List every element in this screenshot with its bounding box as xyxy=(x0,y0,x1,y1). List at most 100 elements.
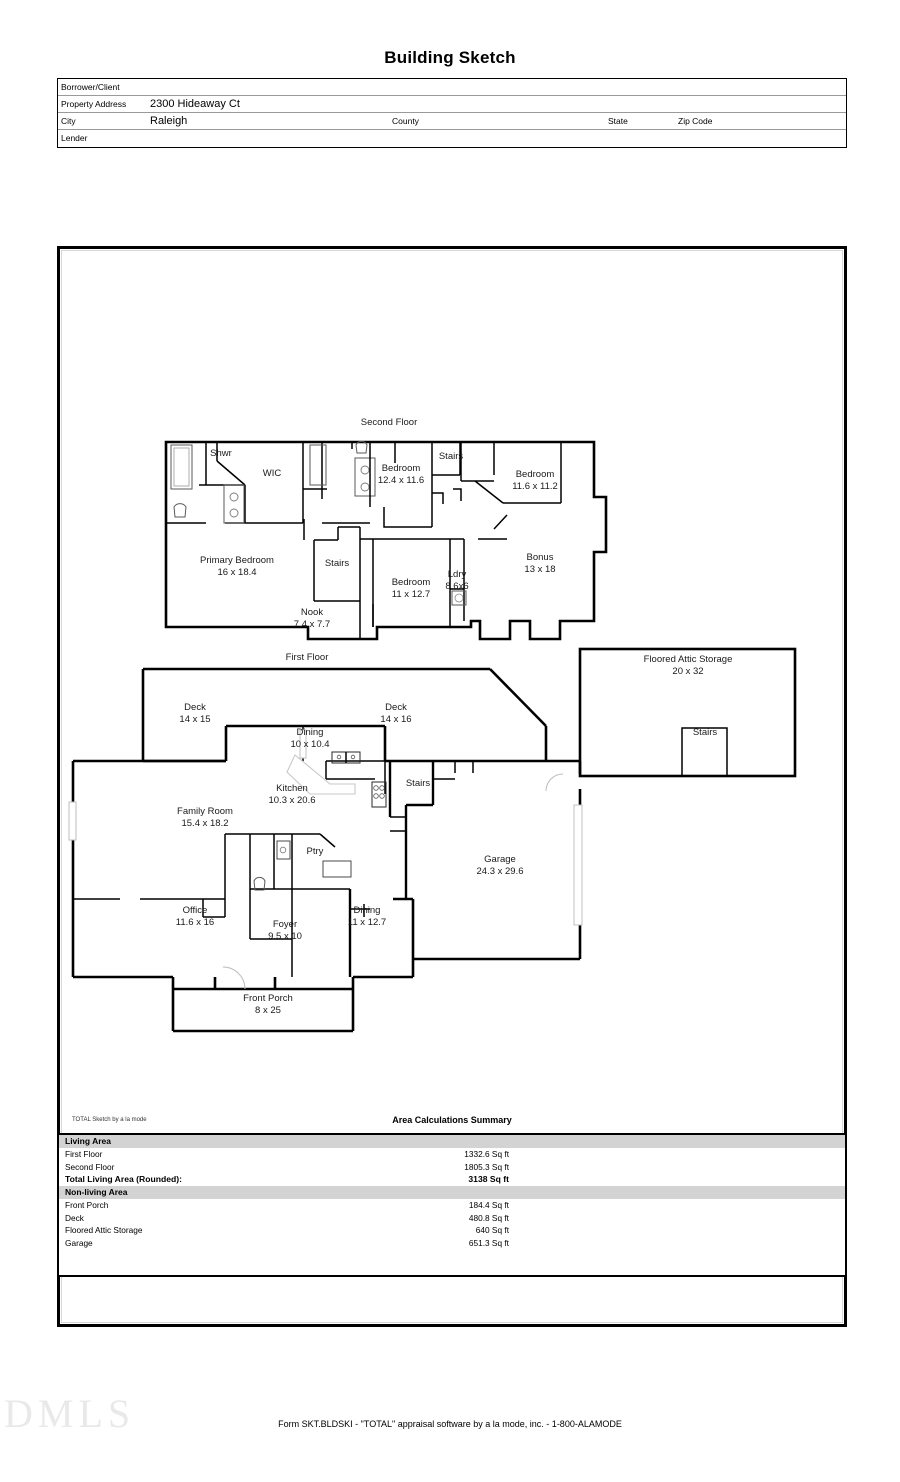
property-header-table: Borrower/Client Property Address 2300 Hi… xyxy=(57,78,847,148)
room-label-laundry: Ldry 8.6x6 xyxy=(431,569,483,592)
room-label-shwr: Shwr xyxy=(196,448,246,460)
table-row: Front Porch 184.4 Sq ft xyxy=(59,1199,845,1212)
room-name: Stairs xyxy=(692,727,718,738)
attic-stairs-outline xyxy=(681,727,728,777)
table-row: Floored Attic Storage 640 Sq ft xyxy=(59,1224,845,1237)
table-bottom-padding xyxy=(59,1249,845,1275)
living-area-section-header: Living Area xyxy=(59,1135,845,1148)
header-row-lender: Lender xyxy=(58,130,846,147)
row-value: 1332.6 Sq ft xyxy=(464,1149,509,1160)
room-dims: 11 x 12.7 xyxy=(391,588,431,600)
form-footer-text: Form SKT.BLDSKI - "TOTAL" appraisal soft… xyxy=(278,1419,622,1429)
room-dims: 14 x 16 xyxy=(380,713,412,725)
table-row: Deck 480.8 Sq ft xyxy=(59,1211,845,1224)
room-label-front-porch: Front Porch 8 x 25 xyxy=(223,993,313,1016)
room-name: Kitchen xyxy=(276,783,308,794)
room-dims: 16 x 18.4 xyxy=(217,566,257,578)
row-label: First Floor xyxy=(65,1149,103,1160)
room-name: Deck xyxy=(184,702,206,713)
room-dims: 11.6 x 16 xyxy=(175,916,215,928)
county-label: County xyxy=(392,115,419,126)
room-label-stairs-upper: Stairs xyxy=(421,451,481,463)
room-name: Family Room xyxy=(177,806,233,817)
room-label-foyer: Foyer 9.5 x 10 xyxy=(245,919,325,942)
row-label: Garage xyxy=(65,1237,93,1248)
room-name: Dining xyxy=(296,727,324,738)
row-value: 1805.3 Sq ft xyxy=(464,1161,509,1172)
property-address-value: 2300 Hideaway Ct xyxy=(150,97,240,110)
room-label-attic-storage: Floored Attic Storage 20 x 32 xyxy=(608,654,768,677)
non-living-area-section-header: Non-living Area xyxy=(59,1185,845,1199)
room-label-stairs-first: Stairs xyxy=(390,778,446,790)
row-value: 480.8 Sq ft xyxy=(468,1212,509,1223)
room-label-kitchen: Kitchen 10.3 x 20.6 xyxy=(240,783,344,806)
first-floor-exterior-outline xyxy=(71,667,582,1033)
row-label: Second Floor xyxy=(65,1161,115,1172)
row-value: 640 Sq ft xyxy=(475,1225,509,1236)
lender-label: Lender xyxy=(61,133,88,143)
room-dims: 9.5 x 10 xyxy=(268,930,302,942)
total-sketch-credit: TOTAL Sketch by a la mode xyxy=(72,1117,147,1123)
dmls-watermark: DMLS xyxy=(4,1391,136,1436)
room-dims: 8.6x6 xyxy=(445,580,469,592)
room-dims: 11 x 12.7 xyxy=(347,916,387,928)
city-label: City xyxy=(61,115,76,126)
room-label-dining-11x12-7: Dining 11 x 12.7 xyxy=(322,905,412,928)
table-row: First Floor 1332.6 Sq ft xyxy=(59,1148,845,1161)
room-dims: 14 x 15 xyxy=(179,713,211,725)
room-name: WIC xyxy=(262,468,282,479)
room-name: Stairs xyxy=(438,451,464,462)
table-row-total-living-area: Total Living Area (Rounded): 3138 Sq ft xyxy=(59,1173,845,1186)
city-value: Raleigh xyxy=(150,114,188,127)
room-name: Bedroom xyxy=(381,463,421,474)
room-label-deck-14x16: Deck 14 x 16 xyxy=(356,702,436,725)
header-row-city: City Raleigh County State Zip Code xyxy=(58,113,846,130)
room-label-bedroom-11x12-7: Bedroom 11 x 12.7 xyxy=(366,577,456,600)
zip-code-label: Zip Code xyxy=(678,115,713,126)
room-label-garage: Garage 24.3 x 29.6 xyxy=(450,854,550,877)
room-label-primary-bedroom: Primary Bedroom 16 x 18.4 xyxy=(172,555,302,578)
room-name: Bedroom xyxy=(515,469,555,480)
first-floor-interior-walls xyxy=(68,726,583,990)
room-name: Ldry xyxy=(447,569,467,580)
room-label-bedroom-11-6: Bedroom 11.6 x 11.2 xyxy=(490,469,580,492)
room-dims: 8 x 25 xyxy=(255,1004,281,1016)
room-dims: 13 x 18 xyxy=(524,563,556,575)
room-dims: 12.4 x 11.6 xyxy=(377,474,425,486)
row-value: 651.3 Sq ft xyxy=(468,1237,509,1248)
room-label-bonus: Bonus 13 x 18 xyxy=(500,552,580,575)
room-name: Primary Bedroom xyxy=(200,555,274,566)
room-name: Shwr xyxy=(210,448,232,459)
room-name: Nook xyxy=(300,607,324,618)
room-dims: 24.3 x 29.6 xyxy=(476,865,524,877)
row-label: Total Living Area (Rounded): xyxy=(65,1174,182,1185)
room-dims: 10.3 x 20.6 xyxy=(268,794,316,806)
room-name: Foyer xyxy=(272,919,298,930)
borrower-label: Borrower/Client xyxy=(61,81,120,92)
room-label-nook: Nook 7.4 x 7.7 xyxy=(272,607,352,630)
room-dims: 10 x 10.4 xyxy=(290,738,330,750)
floorplan-drawing xyxy=(68,440,797,1033)
room-label-dining-10x10-4: Dining 10 x 10.4 xyxy=(270,727,350,750)
room-name: Dining xyxy=(353,905,381,916)
state-label: State xyxy=(608,115,628,126)
table-row: Garage 651.3 Sq ft xyxy=(59,1237,845,1250)
floor-caption-first: First Floor xyxy=(285,652,329,663)
header-row-property-address: Property Address 2300 Hideaway Ct xyxy=(58,96,846,113)
header-row-borrower: Borrower/Client xyxy=(58,79,846,96)
room-name: Stairs xyxy=(405,778,431,789)
room-name: Garage xyxy=(484,854,516,865)
property-address-label: Property Address xyxy=(61,98,127,109)
room-label-stairs-second: Stairs xyxy=(307,558,367,570)
room-name: Stairs xyxy=(324,558,350,569)
room-name: Front Porch xyxy=(243,993,293,1004)
area-calculations-summary-title: Area Calculations Summary xyxy=(392,1115,512,1125)
room-name: Ptry xyxy=(306,846,324,857)
row-label: Floored Attic Storage xyxy=(65,1225,143,1236)
room-label-office: Office 11.6 x 16 xyxy=(150,905,240,928)
row-value: 184.4 Sq ft xyxy=(468,1200,509,1211)
room-name: Bedroom xyxy=(391,577,431,588)
room-label-deck-14x15: Deck 14 x 15 xyxy=(155,702,235,725)
row-value: 3138 Sq ft xyxy=(468,1174,509,1185)
